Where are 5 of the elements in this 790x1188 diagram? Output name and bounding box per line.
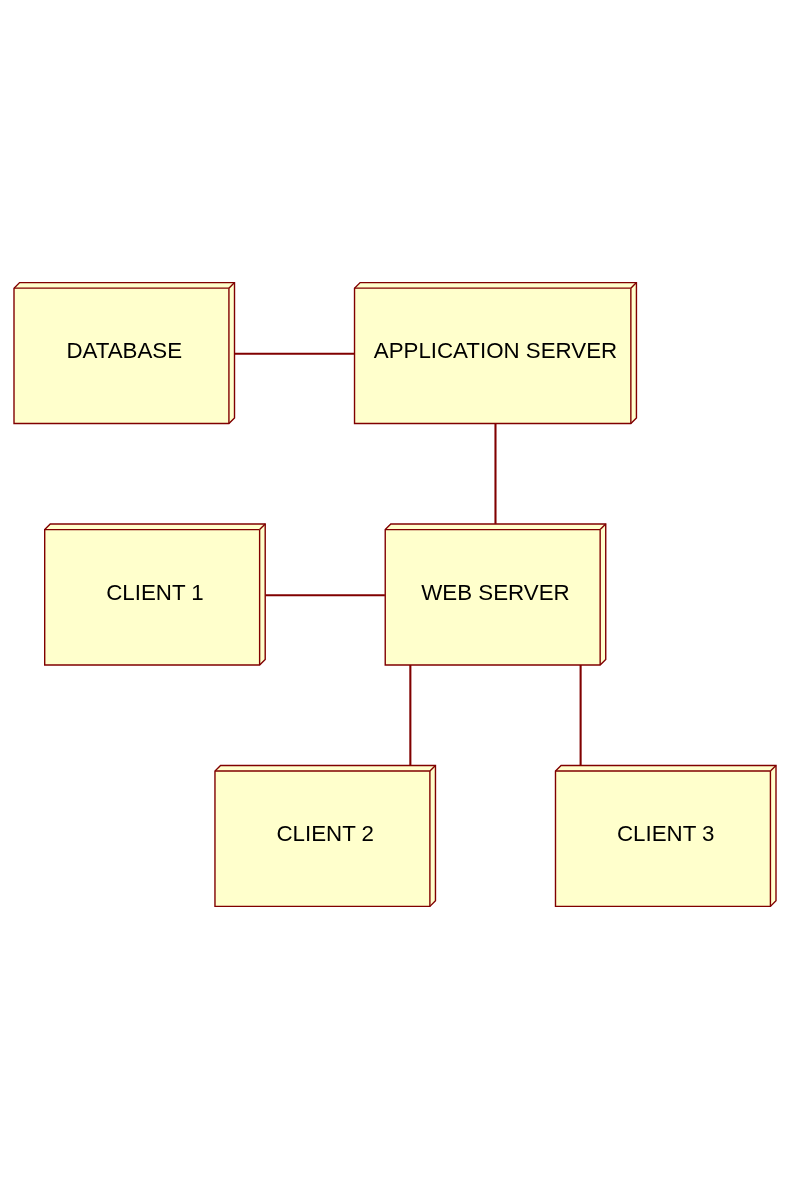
connector (409, 664, 412, 765)
connector (265, 593, 385, 596)
connector (234, 352, 355, 355)
connector (494, 423, 497, 524)
connector (579, 664, 582, 765)
